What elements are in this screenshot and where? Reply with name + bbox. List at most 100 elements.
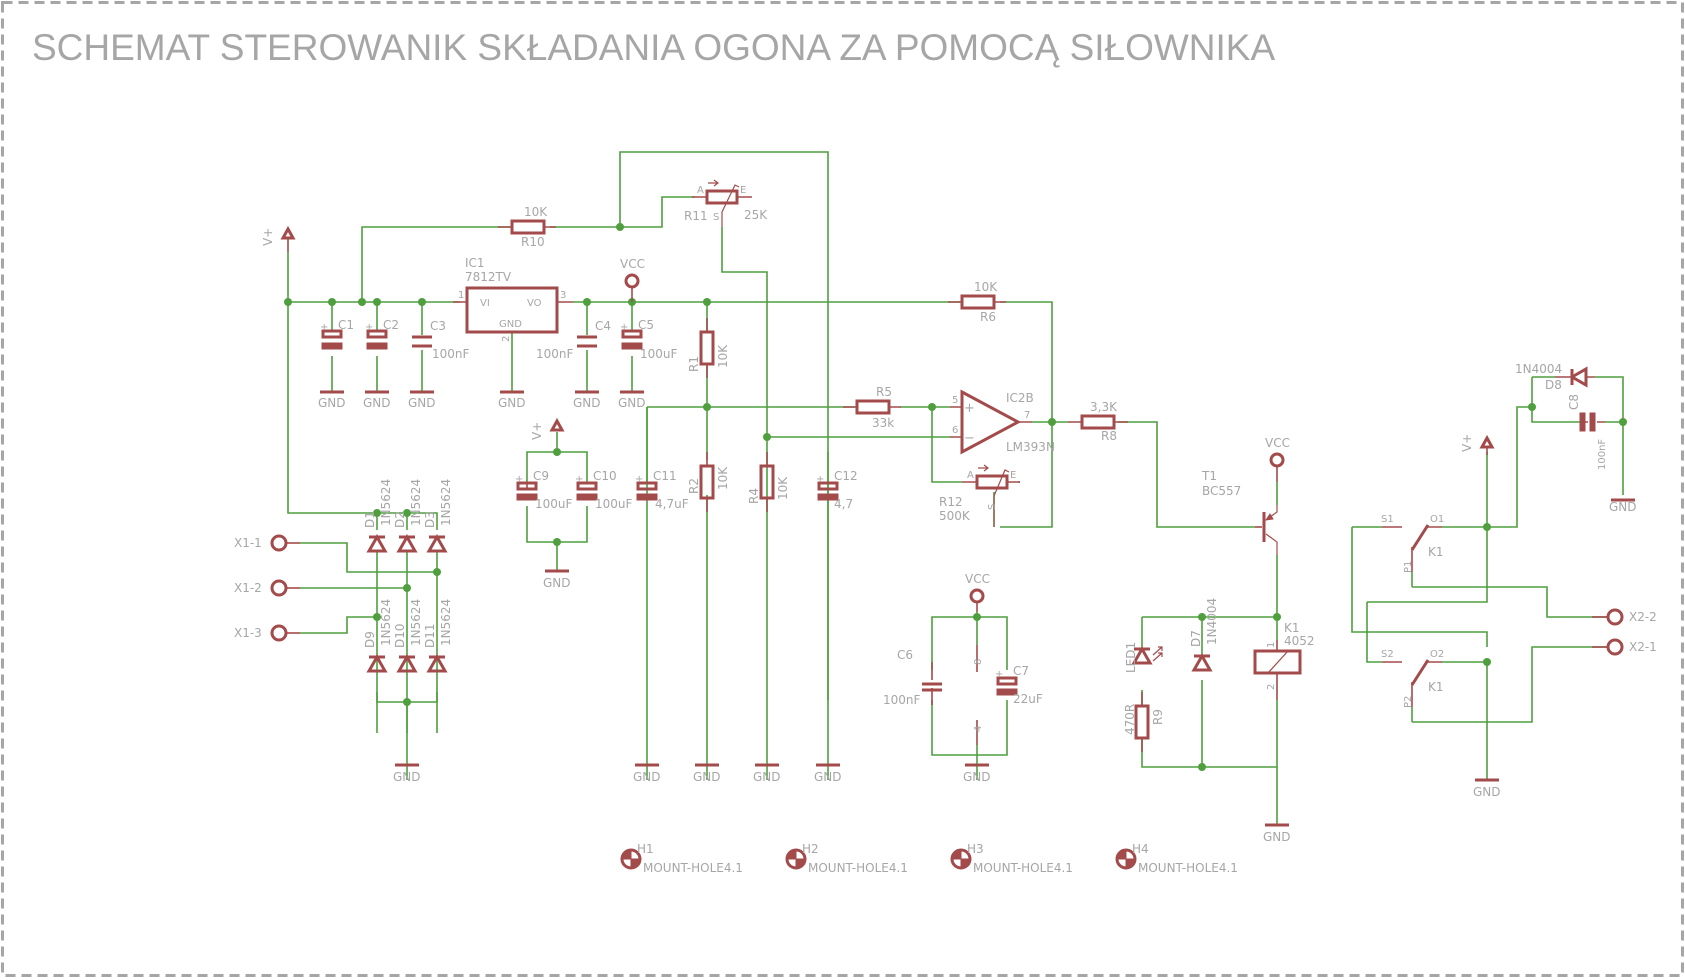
gnd-symbol: GND — [1609, 498, 1637, 514]
diode-d10: D10 1N5624 — [393, 599, 423, 673]
connector-x1-2[interactable]: X1-2 — [234, 579, 300, 597]
svg-text:X1-2[interactable]: X1-2 — [234, 581, 262, 595]
svg-text:VCC: VCC — [620, 257, 645, 271]
svg-text:1N5624: 1N5624 — [439, 599, 453, 646]
svg-text:H1: H1 — [637, 842, 654, 856]
gnd-symbol: GND — [618, 390, 646, 410]
capacitor-c2: + C2 — [365, 318, 399, 350]
svg-text:LM393N: LM393N — [1006, 440, 1055, 454]
svg-text:E: E — [740, 185, 746, 196]
svg-text:X1-3[interactable]: X1-3 — [234, 626, 262, 640]
svg-text:GND: GND — [318, 396, 346, 410]
svg-text:C6: C6 — [897, 648, 913, 662]
svg-text:LED1: LED1 — [1124, 642, 1138, 673]
svg-text:GND: GND — [963, 770, 991, 784]
connector-x2-2[interactable]: X2-2 — [1592, 608, 1657, 626]
svg-text:GND: GND — [1473, 785, 1501, 799]
regulator-ic1: IC1 7812TV VI VO GND 1 3 2 — [453, 256, 573, 342]
svg-text:D8: D8 — [1545, 378, 1562, 392]
svg-text:+: + — [575, 474, 583, 485]
svg-text:D3: D3 — [423, 511, 437, 528]
svg-text:C11: C11 — [653, 469, 677, 483]
svg-text:C8: C8 — [1567, 394, 1581, 410]
svg-text:GND: GND — [1263, 830, 1291, 844]
svg-text:H2: H2 — [802, 842, 819, 856]
gnd-symbol: GND — [498, 390, 526, 410]
svg-text:X1-1[interactable]: X1-1 — [234, 536, 262, 550]
svg-text:+: + — [964, 401, 975, 416]
svg-text:D1: D1 — [363, 511, 377, 528]
resistor-r6: 10K R6 — [948, 280, 1006, 324]
svg-text:100nF: 100nF — [536, 347, 574, 361]
svg-text:VCC: VCC — [1265, 436, 1290, 450]
transistor-t1: T1 BC557 — [1201, 469, 1278, 555]
svg-text:R2: R2 — [687, 478, 701, 494]
capacitor-c1: + C1 — [320, 318, 354, 350]
supply-vplus-2: V+ — [530, 417, 565, 440]
connector-x1-3[interactable]: X1-3 — [234, 624, 300, 642]
svg-text:R5: R5 — [876, 385, 892, 399]
gnd-symbol: GND — [693, 763, 721, 784]
svg-text:MOUNT-HOLE4.1: MOUNT-HOLE4.1 — [643, 861, 743, 875]
diode-d7: D7 1N4004 — [1189, 598, 1219, 672]
relay-k1-coil: K1 4052 1 2 — [1253, 621, 1315, 700]
svg-text:5: 5 — [952, 395, 958, 406]
junction — [1198, 613, 1206, 621]
svg-text:1: 1 — [458, 290, 464, 301]
resistor-r8: 3,3K R8 — [1068, 400, 1128, 443]
svg-text:P1: P1 — [1403, 561, 1414, 573]
svg-text:1N5624: 1N5624 — [379, 599, 393, 646]
gnd-symbol: GND — [363, 390, 391, 410]
svg-text:R11: R11 — [684, 209, 708, 223]
svg-text:25K: 25K — [744, 208, 768, 222]
connector-x1-1[interactable]: X1-1 — [234, 534, 300, 552]
svg-text:GND: GND — [543, 576, 571, 590]
svg-text:4: 4 — [973, 726, 984, 732]
gnd-symbol: GND — [753, 763, 781, 784]
svg-text:500K: 500K — [939, 509, 971, 523]
svg-text:R9: R9 — [1151, 709, 1165, 725]
svg-text:GND: GND — [693, 770, 721, 784]
gnd-symbol: GND — [1263, 823, 1291, 844]
svg-text:100uF: 100uF — [535, 497, 573, 511]
svg-text:R1: R1 — [687, 356, 701, 372]
svg-text:IC1: IC1 — [465, 256, 485, 270]
svg-text:R12: R12 — [939, 495, 963, 509]
junction — [1528, 403, 1536, 411]
svg-text:R8: R8 — [1101, 429, 1117, 443]
junction — [1048, 418, 1056, 426]
svg-text:O1: O1 — [1430, 514, 1444, 525]
resistor-r5: R5 33k — [843, 385, 901, 430]
svg-text:V+: V+ — [530, 422, 544, 440]
mount-hole-h1: H1 MOUNT-HOLE4.1 — [620, 842, 743, 875]
svg-text:D2: D2 — [393, 511, 407, 528]
trimmer-r11: A E R11 S 25K — [684, 179, 768, 227]
junction — [373, 509, 381, 517]
svg-text:1N4004: 1N4004 — [1205, 598, 1219, 645]
gnd-symbol: GND — [633, 763, 661, 784]
gnd-symbol: GND — [573, 390, 601, 410]
svg-text:2: 2 — [501, 336, 512, 342]
svg-text:7812TV: 7812TV — [465, 270, 512, 284]
svg-text:C5: C5 — [638, 318, 654, 332]
junction — [1483, 658, 1491, 666]
svg-text:100uF: 100uF — [595, 497, 633, 511]
junction — [328, 298, 336, 306]
diode-d9: D9 1N5624 — [363, 599, 393, 673]
svg-text:GND: GND — [499, 319, 522, 330]
gnd-symbol: GND — [963, 763, 991, 784]
svg-text:X2-2[interactable]: X2-2 — [1629, 610, 1657, 624]
svg-text:GND: GND — [573, 396, 601, 410]
svg-text:+: + — [620, 322, 628, 333]
diode-bridge: D1 1N5624 D2 1N5624 D3 1N5624 D9 1N5624 … — [363, 479, 453, 673]
resistor-r4: R4 10K — [747, 452, 790, 512]
svg-text:O2: O2 — [1430, 649, 1444, 660]
svg-text:4,7uF: 4,7uF — [655, 497, 689, 511]
junction — [284, 298, 292, 306]
svg-text:C3: C3 — [430, 319, 446, 333]
connector-x2-1[interactable]: X2-1 — [1592, 638, 1657, 656]
svg-text:X2-1[interactable]: X2-1 — [1629, 640, 1657, 654]
junction — [553, 538, 561, 546]
svg-text:A: A — [967, 470, 974, 481]
